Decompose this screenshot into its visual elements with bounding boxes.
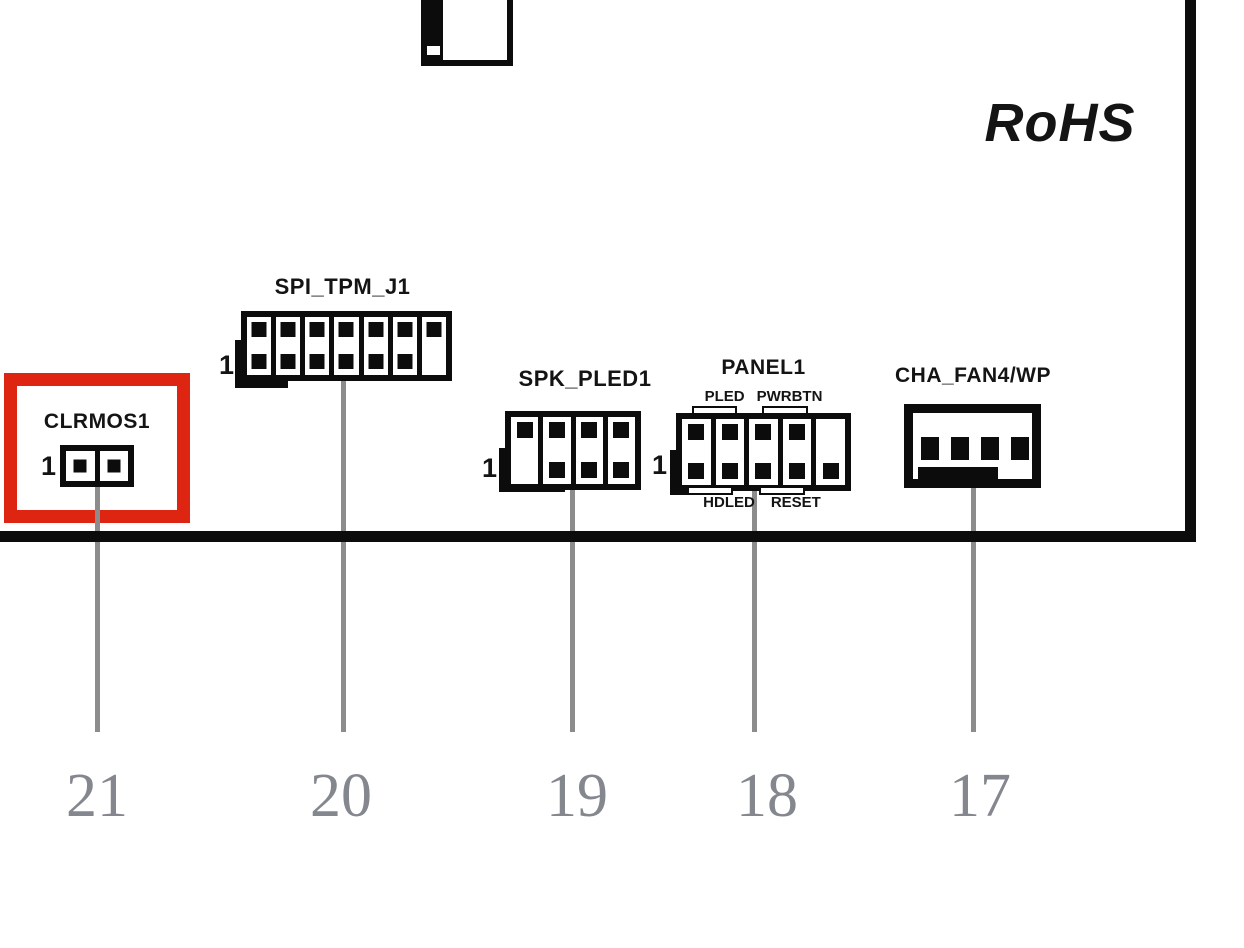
pin-cell: [607, 417, 635, 484]
pin-dot: [251, 322, 267, 337]
pin-dot: [309, 322, 325, 337]
spk-pled-pin1-label: 1: [482, 453, 498, 483]
pin-dot: [789, 463, 806, 479]
pin-cell: [715, 419, 745, 485]
leader-line-spk-pled: [570, 489, 575, 732]
pled-label: PLED: [704, 388, 745, 405]
reset-bracket: [759, 486, 805, 495]
cha-fan4-wp-label: CHA_FAN4/WP: [894, 364, 1052, 387]
pin-dot: [581, 422, 598, 438]
pin-dot: [73, 459, 87, 473]
spk-pled1-header: [505, 411, 641, 490]
pin-dot: [755, 463, 772, 479]
pin-dot: [688, 424, 705, 440]
pin-dot: [251, 354, 267, 369]
spi-tpm-j1-header: [241, 311, 452, 381]
pin-cell: [749, 419, 778, 485]
pin-dot: [516, 422, 533, 438]
panel1-pin1-label: 1: [652, 450, 668, 480]
pwrbtn-bracket: [762, 406, 808, 415]
spi-tpm-j1-label: SPI_TPM_J1: [274, 274, 411, 299]
board-edge-bottom: [0, 531, 1196, 542]
pin-dot: [338, 354, 354, 369]
pin-dot: [822, 463, 839, 479]
pin-dot: [280, 354, 296, 369]
pin-cell: [305, 317, 330, 375]
cha-fan4-wp-connector: [904, 404, 1041, 488]
connector-notch: [427, 46, 440, 55]
fan-pin-row: [921, 437, 1029, 460]
pin-cell: [66, 451, 95, 481]
pin-dot: [613, 462, 630, 478]
connector-fill-bar: [427, 0, 443, 60]
clrmos1-jumper: [60, 445, 134, 487]
fan-pin: [981, 437, 999, 460]
clrmos1-label: CLRMOS1: [43, 410, 151, 433]
pin-cell: [782, 419, 812, 485]
pin-cell: [543, 417, 571, 484]
fan-pin: [1011, 437, 1029, 460]
pin-cell: [816, 419, 845, 485]
reset-label: RESET: [770, 494, 821, 511]
pin-dot: [548, 462, 565, 478]
clrmos1-pin1-label: 1: [41, 451, 57, 481]
pin-dot: [721, 463, 738, 479]
pwrbtn-label: PWRBTN: [756, 388, 823, 405]
pin-dot: [368, 354, 384, 369]
panel1-header: [676, 413, 851, 491]
fan-pin: [951, 437, 969, 460]
pin-cell: [276, 317, 301, 375]
hdled-bracket: [687, 486, 733, 495]
pin-dot: [338, 322, 354, 337]
rohs-mark: RoHS: [984, 93, 1136, 153]
callout-18: 18: [736, 762, 798, 830]
pin-cell: [247, 317, 272, 375]
callout-17: 17: [949, 762, 1011, 830]
pin-dot: [426, 322, 442, 337]
pin-cell: [363, 317, 388, 375]
callout-21: 21: [66, 762, 128, 830]
spk-pled1-label: SPK_PLED1: [518, 366, 652, 391]
pin-dot: [688, 463, 705, 479]
leader-line-cha-fan: [971, 485, 976, 732]
pin-dot: [721, 424, 738, 440]
leader-line-spi-tpm: [341, 380, 346, 732]
panel1-bottom-labels: HDLED RESET: [668, 494, 856, 511]
fan-connector-key: [918, 467, 998, 479]
pin-cell: [334, 317, 359, 375]
pin-dot: [548, 422, 565, 438]
pin-cell: [392, 317, 417, 375]
callout-19: 19: [546, 762, 608, 830]
pin-dot: [397, 322, 413, 337]
board-edge-right: [1185, 0, 1196, 542]
pin-cell: [511, 417, 539, 484]
callout-20: 20: [310, 762, 372, 830]
leader-line-clrmos1: [95, 487, 100, 732]
pin-cell: [421, 317, 446, 375]
panel1-top-labels: PLED PWRBTN: [676, 388, 851, 405]
leader-line-panel: [752, 490, 757, 732]
pin-dot: [280, 322, 296, 337]
hdled-label: HDLED: [703, 494, 755, 511]
pin-dot: [107, 459, 121, 473]
pin-dot: [613, 422, 630, 438]
pin-cell: [575, 417, 603, 484]
pin-dot: [368, 322, 384, 337]
spi-tpm-pin1-label: 1: [219, 350, 235, 380]
pin-cell: [682, 419, 711, 485]
pin-cell: [99, 451, 128, 481]
pin-dot: [789, 424, 806, 440]
pled-bracket: [692, 406, 737, 415]
pin-dot: [397, 354, 413, 369]
pin-dot: [755, 424, 772, 440]
pin-dot: [309, 354, 325, 369]
panel1-label: PANEL1: [721, 356, 806, 379]
partial-connector-top: [421, 0, 513, 66]
pin-dot: [581, 462, 598, 478]
fan-pin: [921, 437, 939, 460]
